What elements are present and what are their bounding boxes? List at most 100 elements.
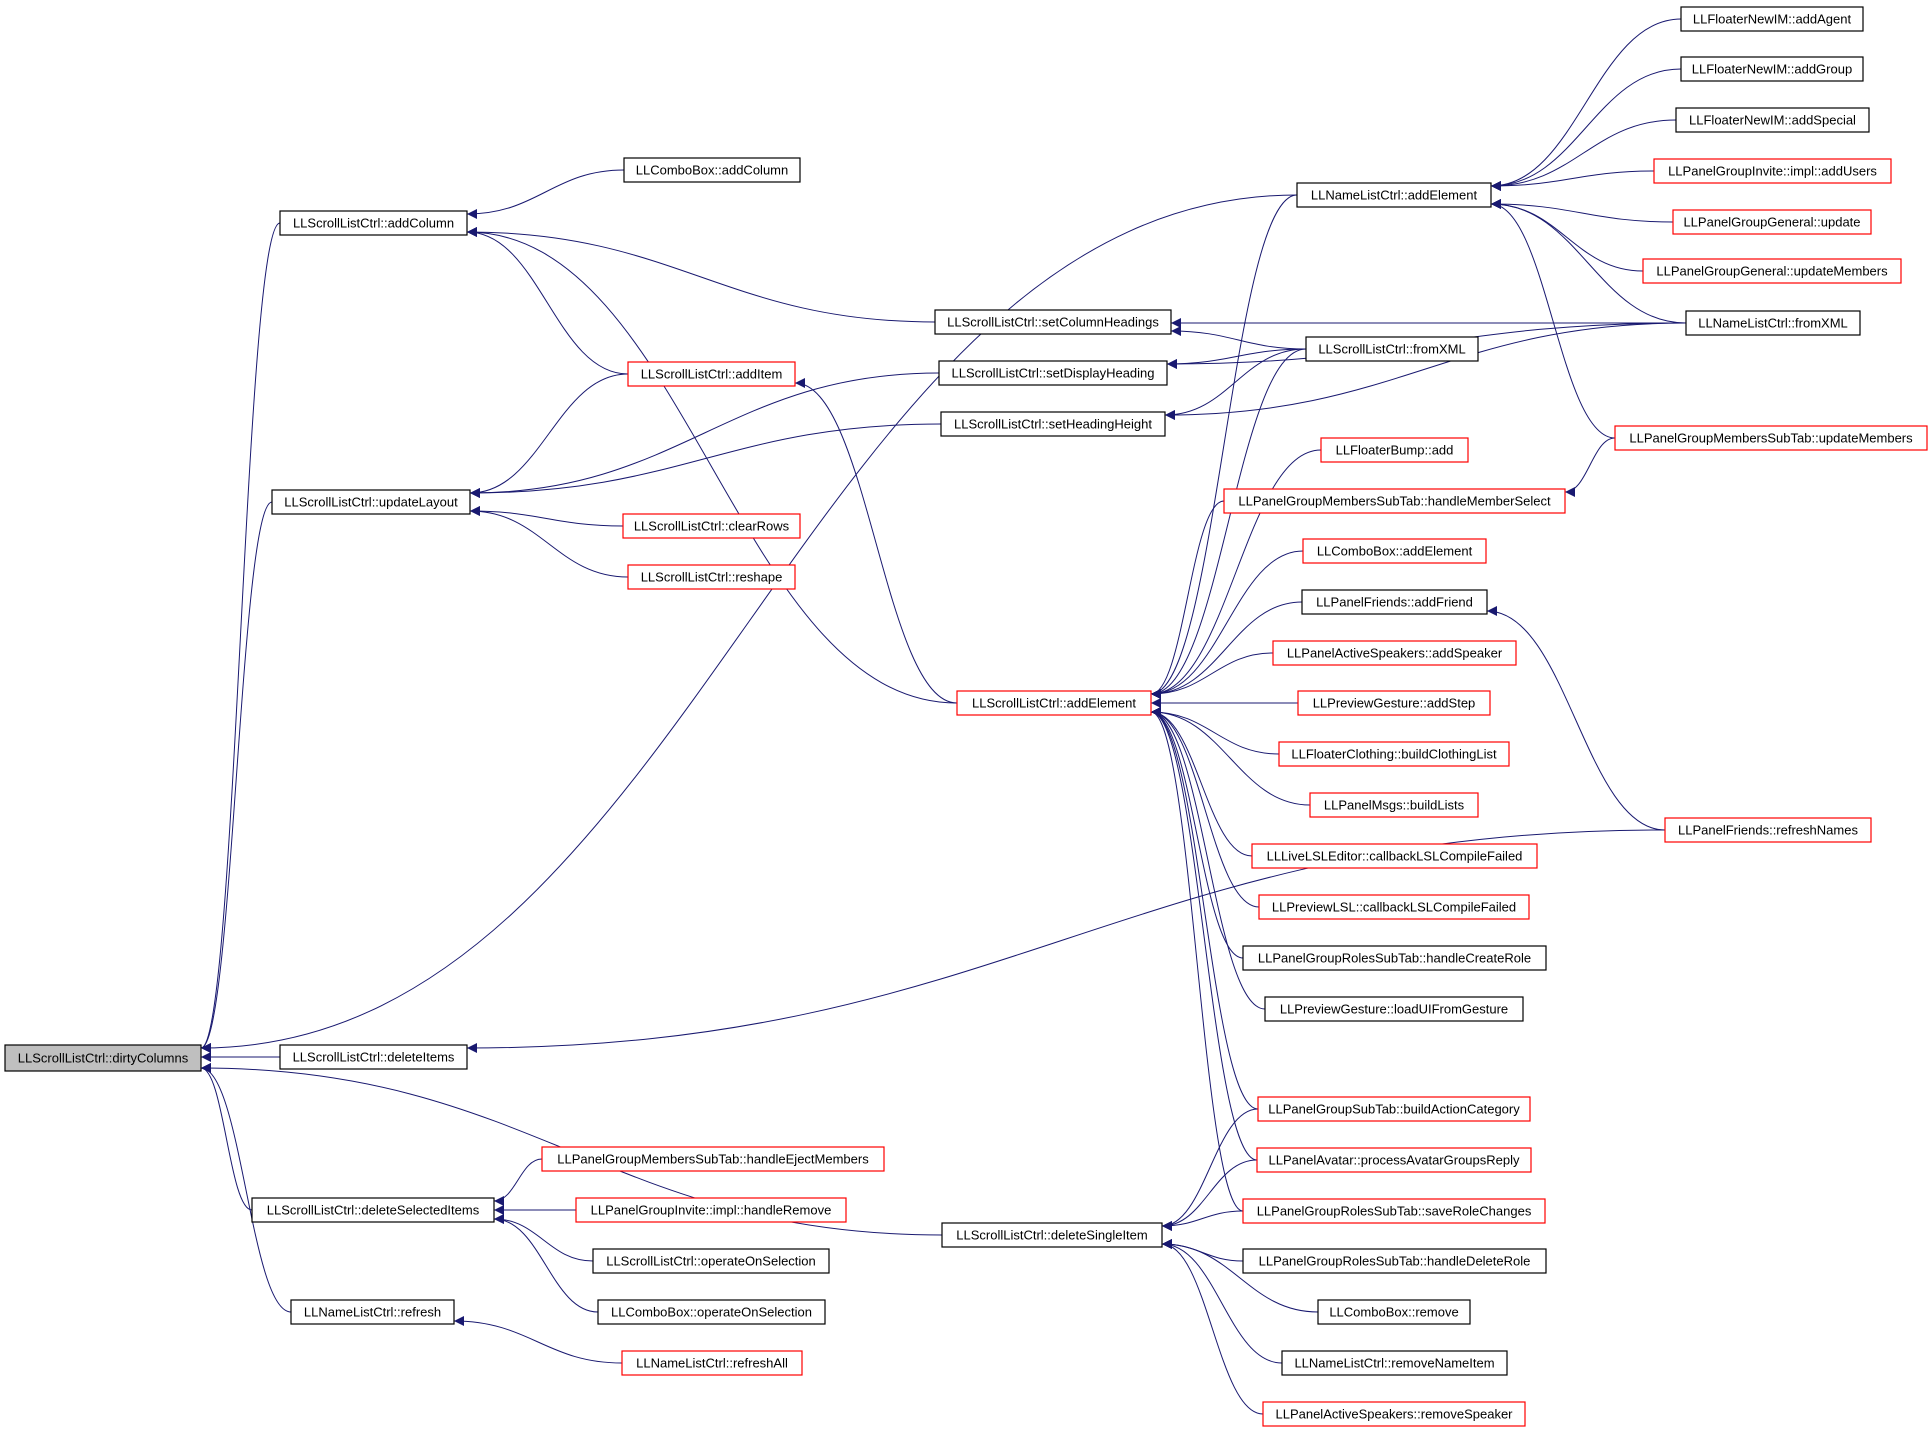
node-box[interactable] bbox=[621, 1350, 803, 1376]
graph-node[interactable]: LLScrollListCtrl::addItem bbox=[627, 361, 796, 387]
node-box[interactable] bbox=[622, 513, 801, 539]
focus-node[interactable]: LLScrollListCtrl::dirtyColumns bbox=[4, 1044, 202, 1072]
node-box[interactable] bbox=[279, 1044, 468, 1070]
graph-node[interactable]: LLNameListCtrl::refreshAll bbox=[621, 1350, 803, 1376]
graph-node[interactable]: LLComboBox::operateOnSelection bbox=[597, 1299, 826, 1325]
node-box[interactable] bbox=[623, 157, 801, 183]
node-box[interactable] bbox=[4, 1044, 202, 1072]
node-box[interactable] bbox=[1680, 56, 1864, 82]
graph-node[interactable]: LLPanelGroupMembersSubTab::handleEjectMe… bbox=[541, 1146, 885, 1172]
graph-node[interactable]: LLScrollListCtrl::addElement bbox=[956, 690, 1152, 716]
graph-node[interactable]: LLPreviewLSL::callbackLSLCompileFailed bbox=[1258, 894, 1530, 920]
graph-node[interactable]: LLScrollListCtrl::deleteSelectedItems bbox=[251, 1197, 495, 1223]
graph-node[interactable]: LLPanelFriends::refreshNames bbox=[1664, 817, 1872, 843]
node-box[interactable] bbox=[1614, 425, 1928, 451]
node-box[interactable] bbox=[1642, 258, 1902, 284]
graph-node[interactable]: LLScrollListCtrl::updateLayout bbox=[271, 489, 471, 515]
node-box[interactable] bbox=[956, 690, 1152, 716]
graph-node[interactable]: LLPanelGroupInvite::impl::handleRemove bbox=[575, 1197, 847, 1223]
node-box[interactable] bbox=[1301, 589, 1488, 615]
graph-node[interactable]: LLFloaterClothing::buildClothingList bbox=[1278, 741, 1510, 767]
node-box[interactable] bbox=[1305, 336, 1479, 362]
graph-node[interactable]: LLComboBox::remove bbox=[1317, 1299, 1471, 1325]
node-box[interactable] bbox=[1264, 996, 1524, 1022]
graph-node[interactable]: LLPanelFriends::addFriend bbox=[1301, 589, 1488, 615]
node-box[interactable] bbox=[1297, 690, 1491, 716]
node-box[interactable] bbox=[1317, 1299, 1471, 1325]
graph-node[interactable]: LLFloaterBump::add bbox=[1320, 437, 1469, 463]
graph-node[interactable]: LLPanelActiveSpeakers::removeSpeaker bbox=[1262, 1401, 1526, 1427]
graph-node[interactable]: LLComboBox::addElement bbox=[1302, 538, 1487, 564]
node-box[interactable] bbox=[1302, 538, 1487, 564]
graph-node[interactable]: LLFloaterNewIM::addGroup bbox=[1680, 56, 1864, 82]
node-box[interactable] bbox=[1223, 488, 1566, 514]
node-box[interactable] bbox=[941, 1222, 1163, 1248]
graph-node[interactable]: LLScrollListCtrl::deleteItems bbox=[279, 1044, 468, 1070]
node-box[interactable] bbox=[597, 1299, 826, 1325]
node-box[interactable] bbox=[1256, 1147, 1532, 1173]
graph-node[interactable]: LLPanelGroupRolesSubTab::handleCreateRol… bbox=[1242, 945, 1547, 971]
graph-node[interactable]: LLPanelGroupGeneral::update bbox=[1672, 209, 1872, 235]
node-box[interactable] bbox=[1296, 182, 1492, 208]
graph-node[interactable]: LLLiveLSLEditor::callbackLSLCompileFaile… bbox=[1251, 843, 1538, 869]
graph-node[interactable]: LLPanelGroupInvite::impl::addUsers bbox=[1653, 158, 1892, 184]
node-box[interactable] bbox=[575, 1197, 847, 1223]
node-box[interactable] bbox=[1653, 158, 1892, 184]
graph-node[interactable]: LLPreviewGesture::addStep bbox=[1297, 690, 1491, 716]
node-box[interactable] bbox=[1278, 741, 1510, 767]
graph-node[interactable]: LLPanelAvatar::processAvatarGroupsReply bbox=[1256, 1147, 1532, 1173]
graph-node[interactable]: LLPanelGroupRolesSubTab::saveRoleChanges bbox=[1242, 1198, 1546, 1224]
node-box[interactable] bbox=[938, 360, 1168, 386]
graph-node[interactable]: LLScrollListCtrl::deleteSingleItem bbox=[941, 1222, 1163, 1248]
node-box[interactable] bbox=[1257, 1096, 1531, 1122]
node-box[interactable] bbox=[1272, 640, 1517, 666]
node-box[interactable] bbox=[1281, 1350, 1508, 1376]
node-box[interactable] bbox=[251, 1197, 495, 1223]
node-box[interactable] bbox=[940, 411, 1166, 437]
graph-node[interactable]: LLPanelGroupRolesSubTab::handleDeleteRol… bbox=[1242, 1248, 1547, 1274]
graph-node[interactable]: LLScrollListCtrl::setHeadingHeight bbox=[940, 411, 1166, 437]
graph-node[interactable]: LLPanelMsgs::buildLists bbox=[1309, 792, 1479, 818]
node-box[interactable] bbox=[934, 309, 1172, 335]
graph-node[interactable]: LLScrollListCtrl::setColumnHeadings bbox=[934, 309, 1172, 335]
graph-node[interactable]: LLScrollListCtrl::reshape bbox=[627, 564, 796, 590]
node-box[interactable] bbox=[1664, 817, 1872, 843]
graph-node[interactable]: LLPanelGroupSubTab::buildActionCategory bbox=[1257, 1096, 1531, 1122]
node-box[interactable] bbox=[1680, 6, 1864, 32]
graph-node[interactable]: LLPanelGroupMembersSubTab::updateMembers bbox=[1614, 425, 1928, 451]
node-box[interactable] bbox=[1675, 107, 1870, 133]
graph-node[interactable]: LLScrollListCtrl::addColumn bbox=[279, 210, 468, 236]
node-box[interactable] bbox=[1309, 792, 1479, 818]
graph-node[interactable]: LLNameListCtrl::removeNameItem bbox=[1281, 1350, 1508, 1376]
graph-node[interactable]: LLNameListCtrl::addElement bbox=[1296, 182, 1492, 208]
node-box[interactable] bbox=[290, 1299, 455, 1325]
node-box[interactable] bbox=[1242, 1248, 1547, 1274]
node-box[interactable] bbox=[1251, 843, 1538, 869]
graph-node[interactable]: LLPanelActiveSpeakers::addSpeaker bbox=[1272, 640, 1517, 666]
node-box[interactable] bbox=[279, 210, 468, 236]
node-box[interactable] bbox=[1685, 310, 1861, 336]
graph-node[interactable]: LLScrollListCtrl::setDisplayHeading bbox=[938, 360, 1168, 386]
node-box[interactable] bbox=[1242, 1198, 1546, 1224]
node-box[interactable] bbox=[1320, 437, 1469, 463]
graph-node[interactable]: LLPanelGroupGeneral::updateMembers bbox=[1642, 258, 1902, 284]
node-box[interactable] bbox=[1258, 894, 1530, 920]
graph-node[interactable]: LLComboBox::addColumn bbox=[623, 157, 801, 183]
graph-node[interactable]: LLPanelGroupMembersSubTab::handleMemberS… bbox=[1223, 488, 1566, 514]
graph-node[interactable]: LLFloaterNewIM::addSpecial bbox=[1675, 107, 1870, 133]
graph-node[interactable]: LLScrollListCtrl::operateOnSelection bbox=[592, 1248, 830, 1274]
node-box[interactable] bbox=[271, 489, 471, 515]
node-box[interactable] bbox=[592, 1248, 830, 1274]
graph-node[interactable]: LLFloaterNewIM::addAgent bbox=[1680, 6, 1864, 32]
node-box[interactable] bbox=[541, 1146, 885, 1172]
graph-node[interactable]: LLPreviewGesture::loadUIFromGesture bbox=[1264, 996, 1524, 1022]
graph-node[interactable]: LLScrollListCtrl::clearRows bbox=[622, 513, 801, 539]
graph-node[interactable]: LLNameListCtrl::refresh bbox=[290, 1299, 455, 1325]
graph-node[interactable]: LLNameListCtrl::fromXML bbox=[1685, 310, 1861, 336]
graph-node[interactable]: LLScrollListCtrl::fromXML bbox=[1305, 336, 1479, 362]
node-box[interactable] bbox=[1672, 209, 1872, 235]
node-box[interactable] bbox=[627, 361, 796, 387]
node-box[interactable] bbox=[627, 564, 796, 590]
node-box[interactable] bbox=[1242, 945, 1547, 971]
node-box[interactable] bbox=[1262, 1401, 1526, 1427]
